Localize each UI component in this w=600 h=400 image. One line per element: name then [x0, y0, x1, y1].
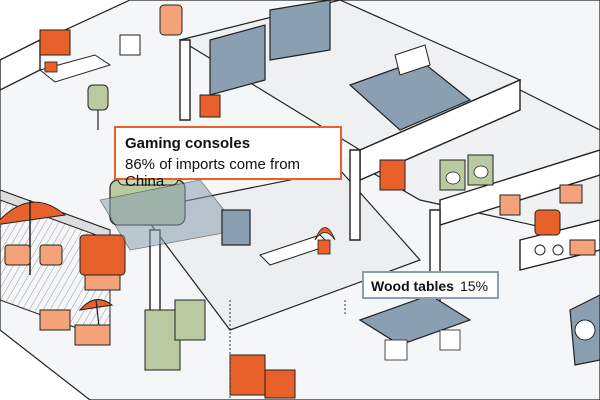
wood-tables-callout: Wood tables 15%	[362, 271, 499, 299]
callout-value: 15%	[460, 278, 489, 294]
bbq-grill	[79, 234, 126, 291]
gaming-consoles-callout: Gaming consoles 86% of imports come from…	[114, 126, 342, 190]
patio-chairs	[4, 244, 63, 266]
wardrobe	[209, 0, 331, 96]
callout-title: Wood tables	[371, 278, 454, 294]
tv-console	[221, 209, 331, 266]
bed	[348, 44, 472, 131]
callout-text: 86% of imports come from China	[125, 156, 301, 190]
wall-pictures	[39, 29, 406, 191]
stroller	[534, 209, 564, 256]
planter-box	[39, 309, 111, 346]
bathroom-fixtures	[119, 4, 183, 56]
walls	[0, 38, 600, 331]
laundry-machines	[439, 154, 494, 191]
leader-lines	[229, 300, 346, 400]
car	[569, 294, 600, 366]
desk	[38, 54, 112, 83]
storage-shelves	[144, 299, 206, 371]
dining-table	[358, 294, 472, 361]
callout-title: Gaming consoles	[125, 135, 251, 152]
potted-plant	[314, 227, 336, 255]
storage-boxes	[499, 184, 596, 256]
office-chair	[87, 84, 109, 130]
cardboard-boxes	[229, 354, 296, 399]
